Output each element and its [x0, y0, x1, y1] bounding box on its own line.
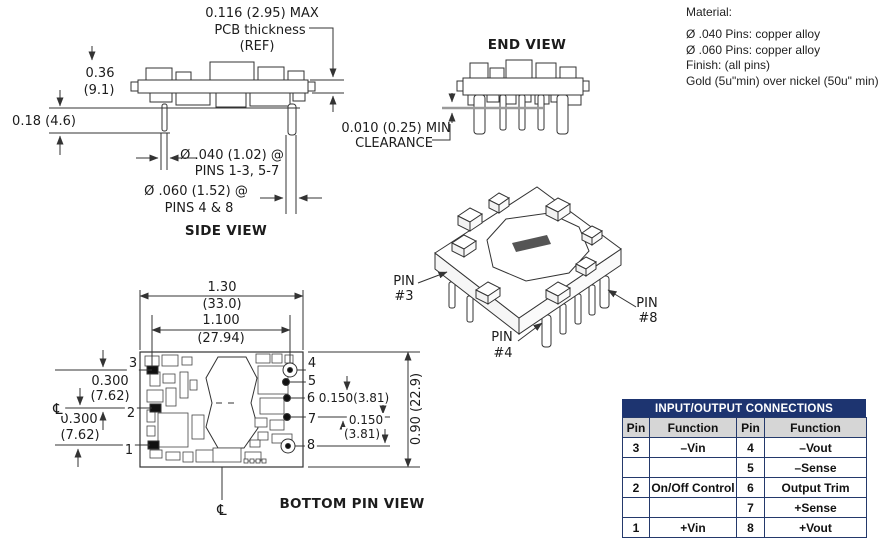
col-header-function: Function [649, 417, 737, 438]
pin-cell [622, 497, 650, 518]
pitch-left-top-mm: (7.62) [88, 389, 132, 404]
io-table-title: INPUT/OUTPUT CONNECTIONS [622, 399, 866, 417]
material-line: Ø .060 Pins: copper alloy [686, 42, 821, 57]
side-view-drawing [130, 61, 316, 136]
pin-length-dim: 0.18 (4.6) [12, 114, 76, 129]
pin-cell: 4 [736, 437, 765, 458]
pitch-left-top-in: 0.300 [89, 374, 131, 389]
pin-cell: 2 [622, 477, 650, 498]
function-cell: +Vin [649, 517, 737, 538]
function-cell: –Vin [649, 437, 737, 458]
pin-cell: 8 [736, 517, 765, 538]
iso-view-leaders [417, 271, 637, 342]
bottom-view-title: BOTTOM PIN VIEW [279, 496, 425, 512]
pin-number-4: 4 [305, 356, 319, 371]
table-row: 2 On/Off Control 6 Output Trim [622, 477, 867, 498]
iso-pin8-label: PIN [636, 296, 658, 311]
pcb-ref-label: (REF) [239, 39, 275, 54]
pcb-thickness-max-label: 0.116 (2.95) MAX [205, 6, 319, 21]
pin-cell: 1 [622, 517, 650, 538]
end-view-drawing [442, 59, 590, 135]
pitch-right-top-dim: 0.150(3.81) [316, 391, 392, 405]
iso-pin3-number: #3 [394, 289, 414, 304]
function-cell: +Sense [764, 497, 867, 518]
io-connections-table: INPUT/OUTPUT CONNECTIONS Pin Function Pi… [622, 399, 867, 538]
function-cell [649, 497, 737, 518]
pin-dia-large-pins: PINS 4 & 8 [164, 201, 234, 216]
pcb-thickness-label: PCB thickness [214, 23, 306, 38]
iso-pin3-label: PIN [393, 274, 415, 289]
table-row: 7 +Sense [622, 497, 867, 518]
pin-number-7: 7 [305, 412, 319, 427]
pitch-right-bot-in: 0.150 [346, 413, 386, 427]
pin-dia-small-dim: Ø .040 (1.02) @ [180, 148, 284, 163]
end-view-title: END VIEW [487, 37, 567, 53]
col-header-pin: Pin [622, 417, 650, 438]
bottom-view-drawing [139, 351, 304, 468]
table-row: 1 +Vin 8 +Vout [622, 517, 867, 538]
iso-pin4-number: #4 [493, 346, 513, 361]
pin-cell: 7 [736, 497, 765, 518]
iso-view-drawing [434, 186, 622, 348]
material-notes: Material: Ø .040 Pins: copper alloy Ø .0… [686, 5, 879, 89]
clearance-dim: 0.010 (0.25) MIN [341, 121, 451, 136]
pin-cell: 3 [622, 437, 650, 458]
pitch-left-bot-in: 0.300 [58, 412, 100, 427]
pin-number-6: 6 [304, 391, 318, 406]
pin-cell: 5 [736, 457, 765, 478]
material-line: Gold (5u"min) over nickel (50u" min) [686, 73, 879, 88]
height-dim-mm: (9.1) [83, 83, 115, 98]
io-table-header-row: Pin Function Pin Function [622, 417, 867, 438]
height-dim-vertical: 0.90 (22.9) [409, 372, 424, 446]
side-view-dimensions [49, 27, 344, 214]
height-dim-in: 0.36 [85, 66, 115, 81]
end-view-dimensions [432, 93, 456, 141]
clearance-label: CLEARANCE [355, 136, 433, 151]
function-cell: –Vout [764, 437, 867, 458]
col-header-pin: Pin [736, 417, 765, 438]
table-row: 3 –Vin 4 –Vout [622, 437, 867, 458]
function-cell [649, 457, 737, 478]
pin-number-5: 5 [305, 374, 319, 389]
pin-dia-small-pins: PINS 1-3, 5-7 [194, 164, 280, 179]
function-cell: –Sense [764, 457, 867, 478]
width-dim-in: 1.30 [207, 280, 237, 295]
centerline-symbol-left: ℄ [51, 400, 65, 418]
pin-cell: 6 [736, 477, 765, 498]
material-line: Finish: (all pins) [686, 58, 771, 72]
material-line: Ø .040 Pins: copper alloy [686, 27, 821, 41]
pin-number-8: 8 [304, 438, 318, 453]
function-cell: +Vout [764, 517, 867, 538]
pin-cell [622, 457, 650, 478]
pin-span-dim-mm: (27.94) [197, 331, 245, 346]
col-header-function: Function [764, 417, 867, 438]
pitch-right-bot-mm: (3.81) [341, 427, 383, 441]
pitch-left-bot-mm: (7.62) [58, 428, 102, 443]
material-title: Material: [686, 5, 733, 19]
centerline-symbol-bottom: ℄ [217, 501, 227, 519]
iso-pin8-number: #8 [638, 311, 658, 326]
function-cell: Output Trim [764, 477, 867, 498]
iso-pin4-label: PIN [491, 330, 513, 345]
width-dim-mm: (33.0) [202, 297, 242, 312]
side-view-title: SIDE VIEW [184, 223, 268, 239]
table-row: 5 –Sense [622, 457, 867, 478]
pin-number-1: 1 [122, 443, 136, 458]
function-cell: On/Off Control [649, 477, 737, 498]
pin-span-dim-in: 1.100 [202, 313, 240, 328]
pin-dia-large-dim: Ø .060 (1.52) @ [144, 184, 248, 199]
pin-number-2: 2 [124, 406, 138, 421]
pin-number-3: 3 [126, 356, 140, 371]
